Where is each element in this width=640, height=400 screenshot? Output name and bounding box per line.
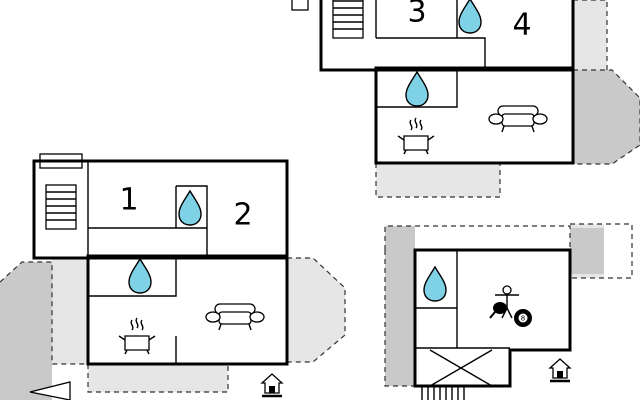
stairs-icon xyxy=(45,184,77,230)
arrow-icon xyxy=(29,381,71,400)
room-number-1: 1 xyxy=(119,183,138,218)
house-entrance-icon xyxy=(548,357,572,383)
cooking-pot-icon xyxy=(397,117,435,155)
terrace-area xyxy=(287,258,345,362)
terrace-area xyxy=(88,364,228,392)
terrace-area xyxy=(376,163,500,197)
terrace-area xyxy=(52,258,88,364)
water-drop-icon xyxy=(405,71,429,107)
water-drop-icon xyxy=(423,266,447,302)
water-drop-icon xyxy=(458,0,482,34)
room-number-4: 4 xyxy=(512,8,531,43)
building-lower: 8 xyxy=(384,223,633,400)
cooking-pot-icon xyxy=(118,317,156,355)
billiard-ball-icon: 8 xyxy=(514,309,532,327)
upper-outer-wall xyxy=(319,0,575,72)
building-upper: 3 4 xyxy=(291,0,640,198)
terrace-area xyxy=(573,70,640,164)
billiard-ball-number: 8 xyxy=(521,315,525,323)
room-number-3: 3 xyxy=(407,0,426,30)
room-number-2: 2 xyxy=(233,198,252,233)
stairs-icon xyxy=(332,0,364,39)
water-drop-icon xyxy=(128,258,152,294)
terrace-area xyxy=(570,228,604,274)
building-left: 1 2 xyxy=(0,153,346,400)
sofa-icon xyxy=(488,105,548,133)
terrace-area xyxy=(385,226,415,386)
left-ground-wall xyxy=(86,254,289,366)
lower-outer-wall xyxy=(413,248,572,388)
terrace-area xyxy=(573,0,607,70)
table-tennis-icon xyxy=(489,285,519,319)
sofa-icon xyxy=(205,303,265,331)
terrace-area xyxy=(0,262,52,400)
house-entrance-icon xyxy=(260,372,284,398)
left-outer-wall xyxy=(32,159,289,260)
window-icon xyxy=(291,0,309,11)
water-drop-icon xyxy=(178,190,202,226)
